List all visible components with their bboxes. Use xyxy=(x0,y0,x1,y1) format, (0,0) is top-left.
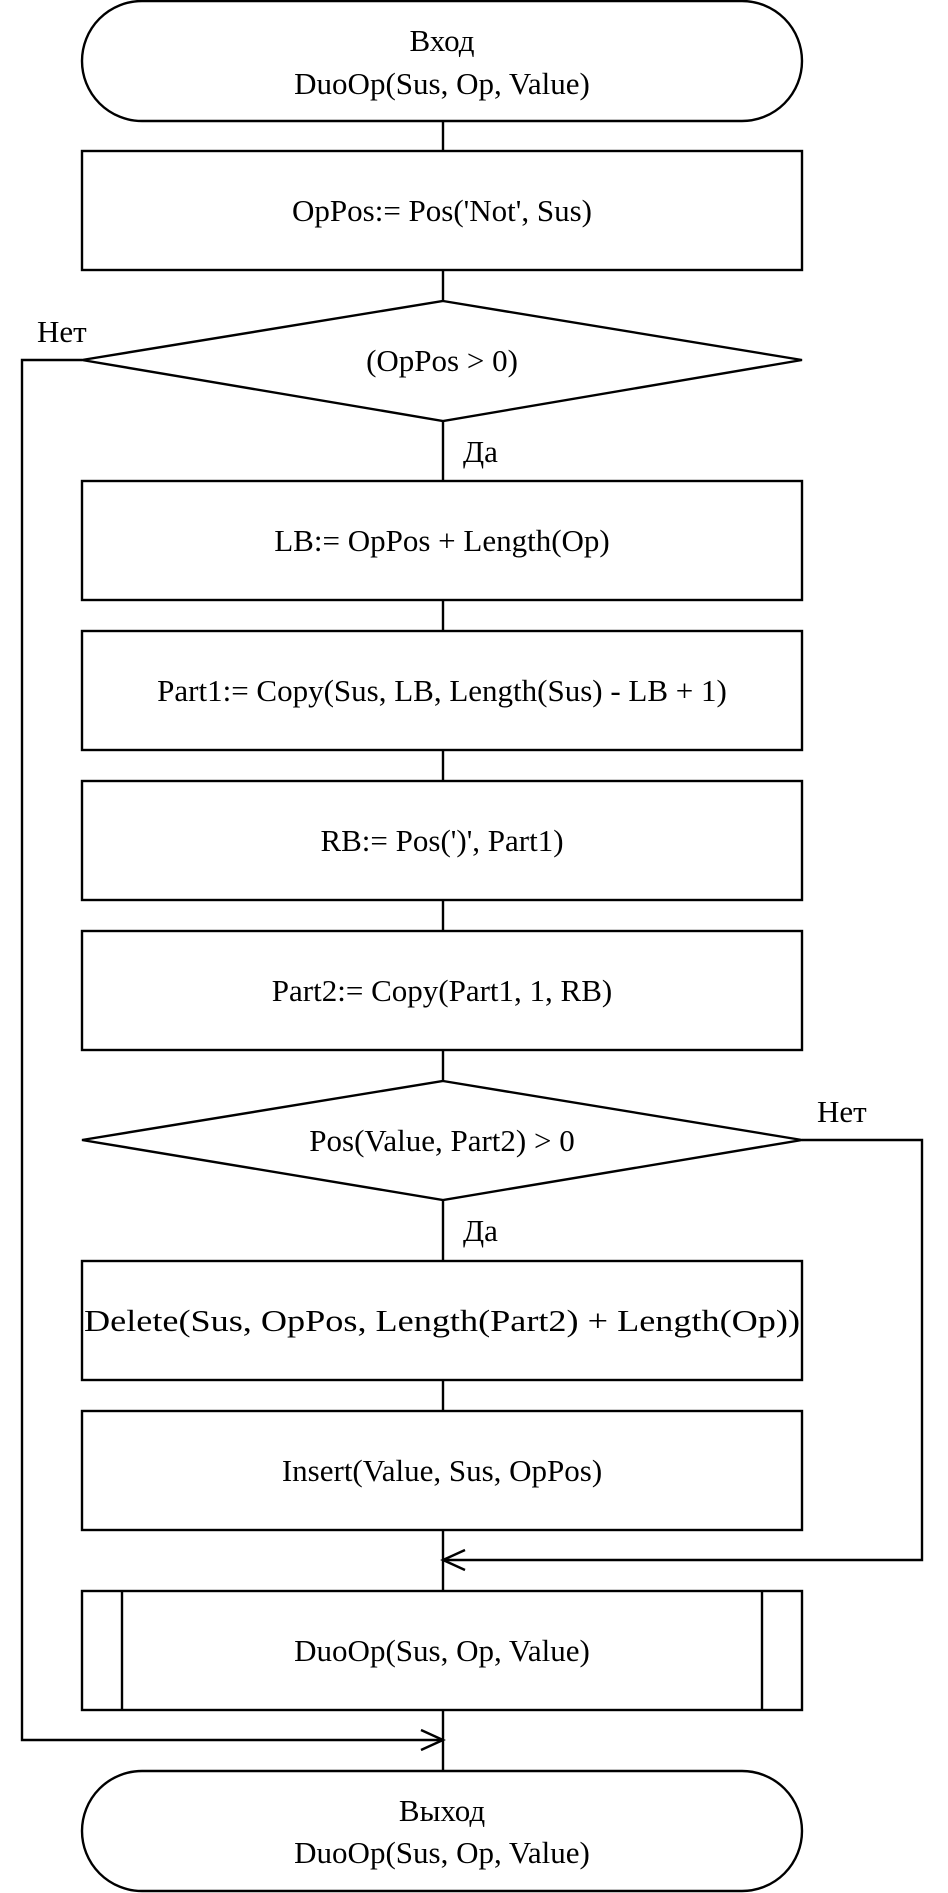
process-part1: Part1:= Copy(Sus, LB, Length(Sus) - LB +… xyxy=(80,629,804,752)
process-part2: Part2:= Copy(Part1, 1, RB) xyxy=(80,929,804,1052)
end-terminal-shape xyxy=(80,1769,804,1893)
subprocess-call-box xyxy=(80,1589,804,1712)
process-part2-label: Part2:= Copy(Part1, 1, RB) xyxy=(272,973,612,1008)
decision-value-in-part2: Pos(Value, Part2) > 0 Нет Да xyxy=(81,1079,867,1248)
process-oppos-box xyxy=(80,149,804,272)
process-insert: Insert(Value, Sus, OpPos) xyxy=(80,1409,804,1532)
process-insert-box xyxy=(80,1409,804,1532)
end-title: Выход xyxy=(399,1793,485,1828)
process-lb-label: LB:= OpPos + Length(Op) xyxy=(274,523,609,558)
process-lb: LB:= OpPos + Length(Op) xyxy=(80,479,804,602)
start-terminal-shape xyxy=(80,0,804,123)
decision-2-diamond xyxy=(81,1079,803,1202)
process-insert-label: Insert(Value, Sus, OpPos) xyxy=(282,1453,602,1488)
process-part1-box xyxy=(80,629,804,752)
decision-2-label: Pos(Value, Part2) > 0 xyxy=(309,1123,574,1158)
decision-1-label: (OpPos > 0) xyxy=(366,343,518,378)
subprocess-call-label: DuoOp(Sus, Op, Value) xyxy=(294,1633,590,1668)
decision-2-yes-label: Да xyxy=(463,1213,498,1248)
subprocess-call: DuoOp(Sus, Op, Value) xyxy=(80,1589,804,1712)
connector-decision2-no-path xyxy=(443,1138,924,1562)
connectors xyxy=(20,121,924,1771)
decision-1-no-label: Нет xyxy=(37,314,87,349)
process-rb-box xyxy=(80,779,804,902)
process-oppos: OpPos:= Pos('Not', Sus) xyxy=(80,149,804,272)
process-delete-box xyxy=(80,1259,804,1382)
process-delete: Delete(Sus, OpPos, Length(Part2) + Lengt… xyxy=(80,1259,804,1382)
start-terminal: Вход DuoOp(Sus, Op, Value) xyxy=(80,0,804,123)
arrowhead-decision1-merge xyxy=(420,1728,446,1752)
decision-1-diamond xyxy=(81,299,803,423)
start-signature: DuoOp(Sus, Op, Value) xyxy=(294,66,590,101)
process-lb-box xyxy=(80,479,804,602)
end-signature: DuoOp(Sus, Op, Value) xyxy=(294,1835,590,1870)
connector-decision1-no-path xyxy=(20,358,443,1742)
process-delete-label: Delete(Sus, OpPos, Length(Part2) + Lengt… xyxy=(84,1303,800,1338)
decision-2-no-label: Нет xyxy=(817,1094,867,1129)
process-oppos-label: OpPos:= Pos('Not', Sus) xyxy=(292,193,592,228)
process-rb-label: RB:= Pos(')', Part1) xyxy=(320,823,563,858)
decision-oppos-positive: (OpPos > 0) Нет Да xyxy=(37,299,803,469)
process-part2-box xyxy=(80,929,804,1052)
start-title: Вход xyxy=(410,23,475,58)
end-terminal: Выход DuoOp(Sus, Op, Value) xyxy=(80,1769,804,1893)
decision-1-yes-label: Да xyxy=(463,434,498,469)
process-part1-label: Part1:= Copy(Sus, LB, Length(Sus) - LB +… xyxy=(157,673,727,708)
arrowhead-decision2-merge xyxy=(440,1548,466,1572)
process-rb: RB:= Pos(')', Part1) xyxy=(80,779,804,902)
